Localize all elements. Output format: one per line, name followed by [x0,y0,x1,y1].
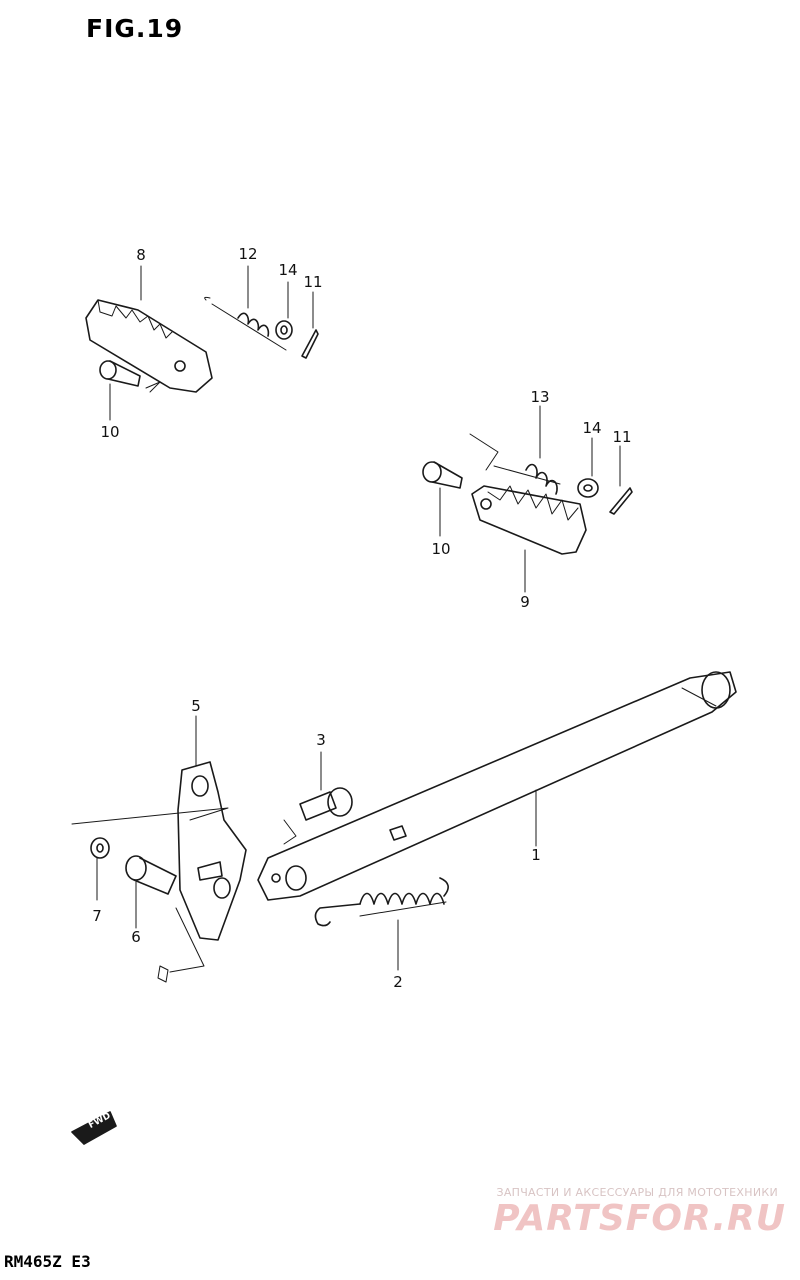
left-spring-part-12 [204,296,287,351]
bolt-part-3 [283,787,353,845]
watermark-tagline: ЗАПЧАСТИ И АКСЕССУАРЫ ДЛЯ МОТОТЕХНИКИ [496,1186,778,1199]
callout-2: 2 [393,973,403,991]
left-cotter-pin-part-11 [301,329,319,359]
left-washer-part-14 [275,320,293,340]
callout-11: 11 [303,273,323,291]
callout-9: 9 [520,593,530,611]
right-washer-part-14 [577,478,599,498]
callout-10: 10 [100,423,120,441]
callout-7: 7 [92,907,102,925]
callout-8: 8 [136,246,146,264]
watermark-logo: PARTSFOR.RU [493,1198,786,1239]
left-pin-part-10 [99,360,141,387]
left-footrest-part-8 [85,299,213,393]
callout-10: 10 [431,540,451,558]
spring-part-2 [314,877,449,927]
figure-title: FIG.19 [86,14,184,43]
callout-1: 1 [531,846,541,864]
right-pin-part-10 [422,461,463,489]
callout-12: 12 [238,245,258,263]
fwd-arrow-icon [71,1111,117,1145]
callout-6: 6 [131,928,141,946]
washer-part-7 [90,837,110,859]
model-code: RM465Z E3 [4,1252,91,1271]
right-footrest-part-9 [471,485,587,555]
side-stand-part-1 [257,671,737,901]
bracket-part-5 [177,761,247,941]
right-spring-part-13 [469,433,561,495]
callout-11: 11 [612,428,632,446]
callout-13: 13 [530,388,550,406]
bolt-part-6 [125,855,177,895]
callout-3: 3 [316,731,326,749]
callout-14: 14 [582,419,602,437]
right-cotter-pin-part-11 [609,487,633,515]
callout-5: 5 [191,697,201,715]
callout-14: 14 [278,261,298,279]
